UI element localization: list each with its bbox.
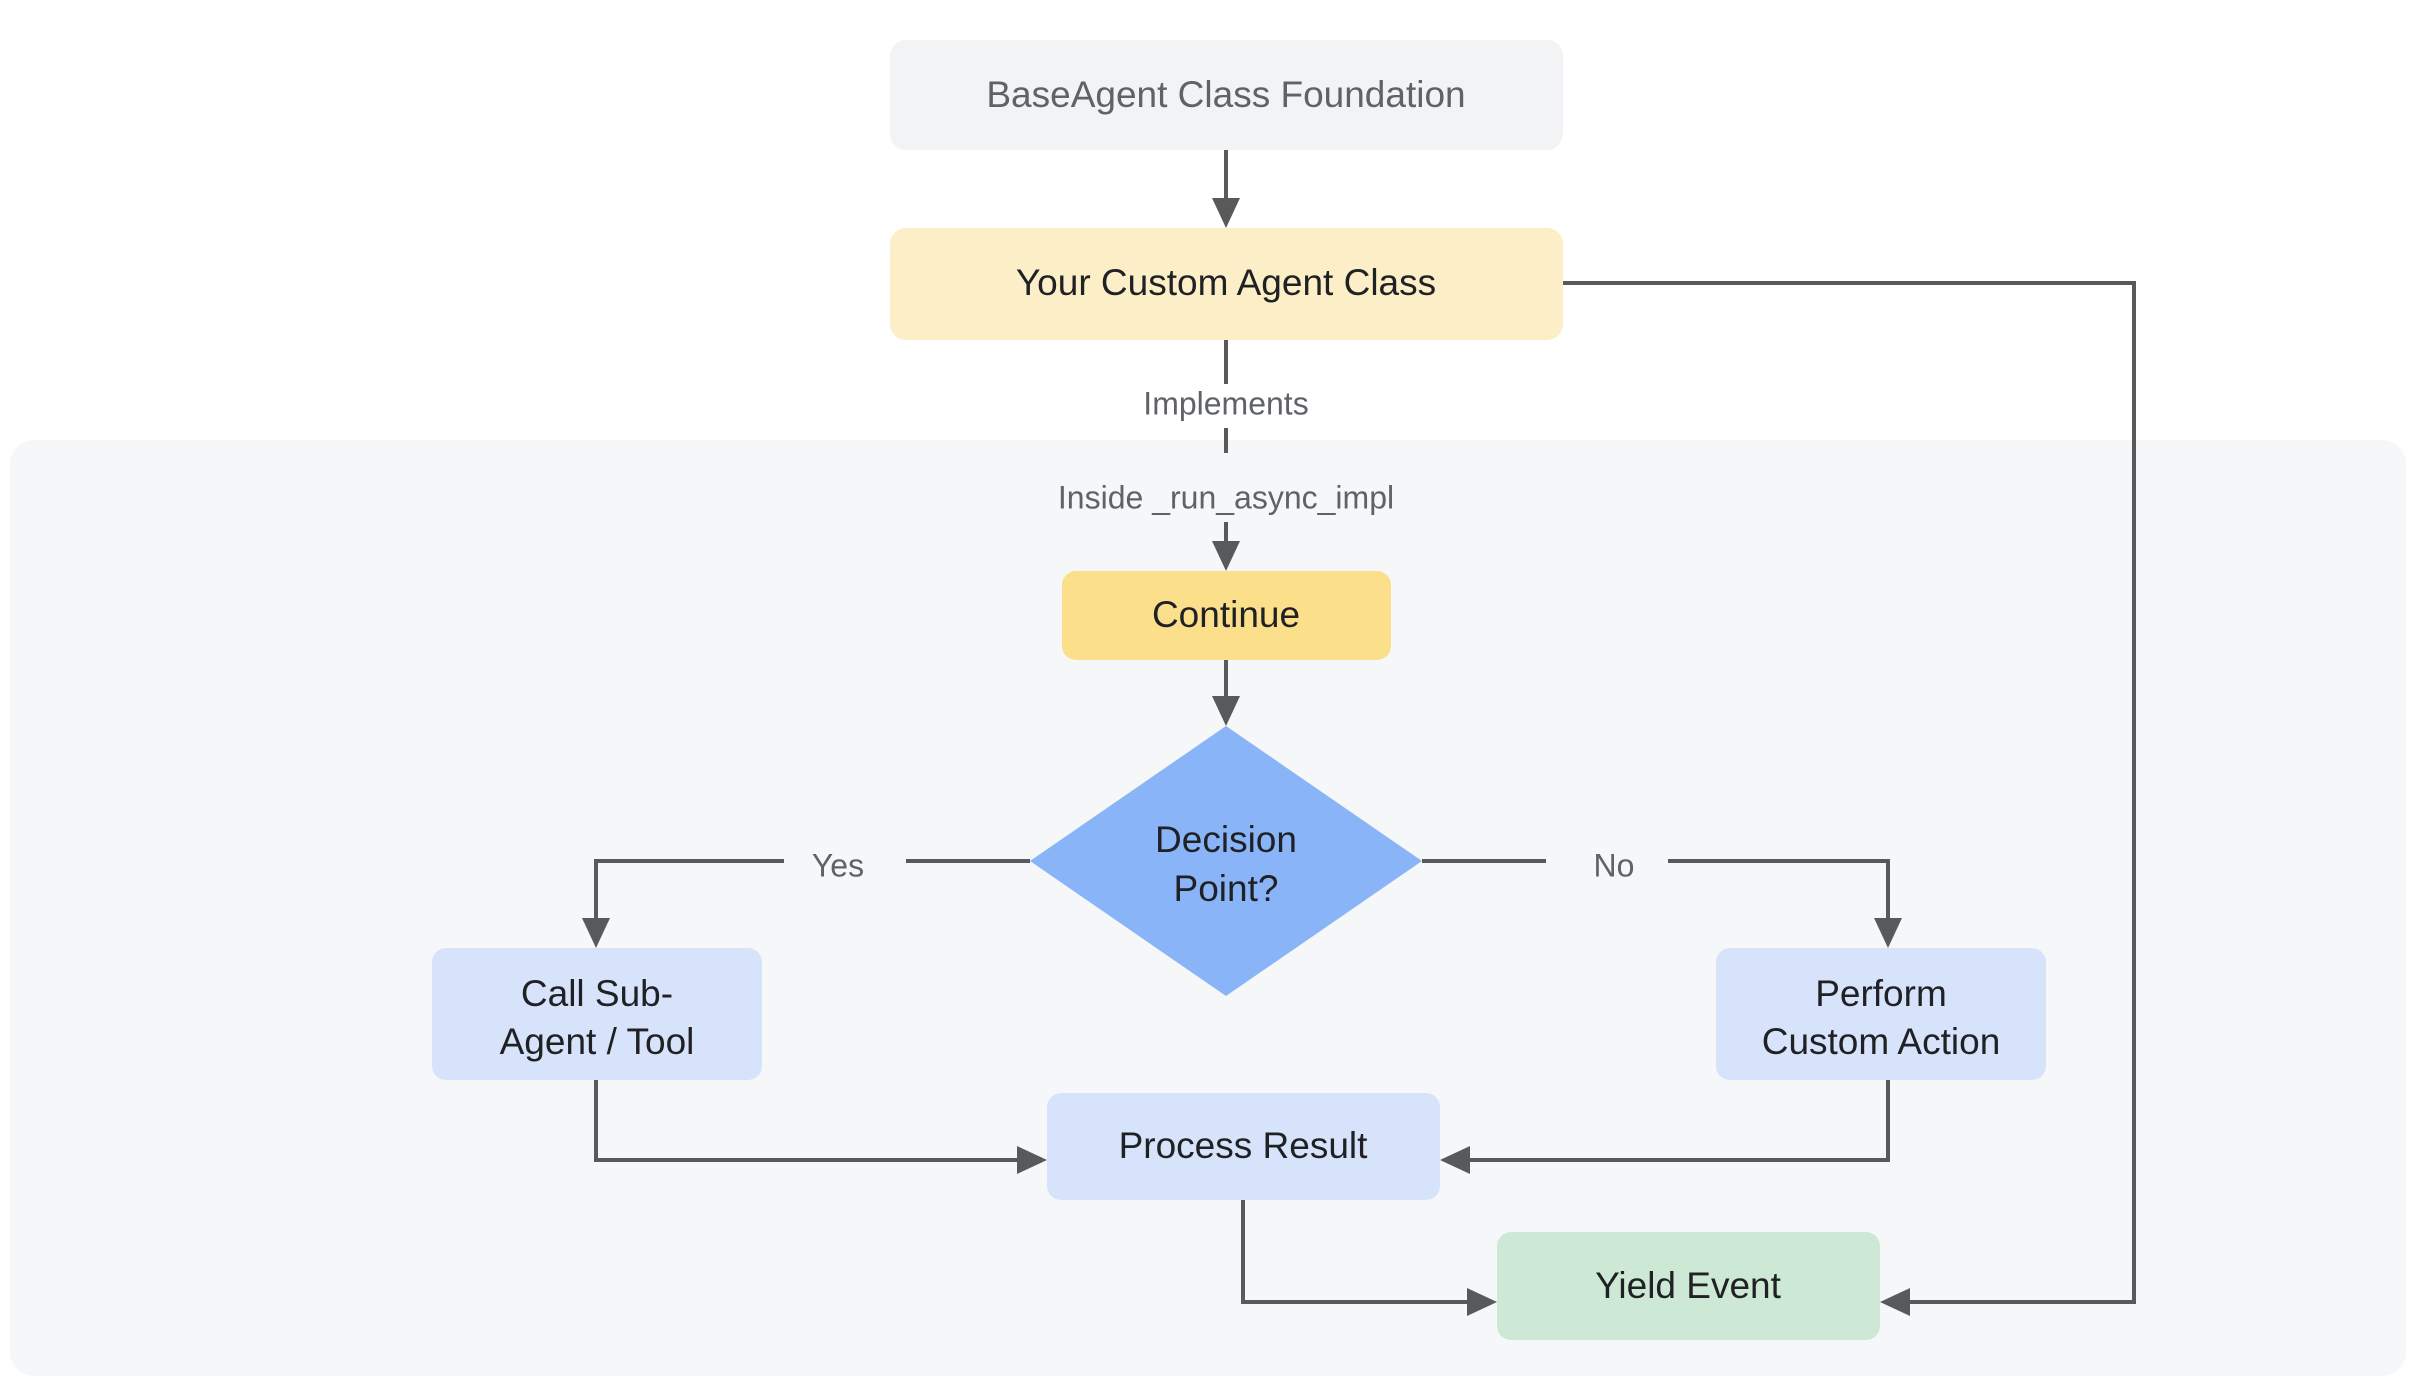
node-perform-custom-action-label-line1: Perform (1815, 973, 1947, 1014)
node-process-result-shape[interactable] (1047, 1093, 1440, 1200)
edge-customaction-to-processresult (1440, 1080, 1890, 1174)
edge-processresult-to-yieldevent (1241, 1200, 1497, 1316)
edge-label-no: No (1594, 847, 1635, 883)
edge-label-inside-run-async-impl: Inside _run_async_impl (1036, 478, 1417, 522)
edge-customclass-to-continue (1212, 340, 1240, 571)
arrow-head-icon (1467, 1288, 1497, 1316)
node-call-sub-agent-tool-label-line1: Call Sub- (521, 973, 673, 1014)
arrow-head-icon (1017, 1146, 1047, 1174)
node-process-result-label: Process Result (1119, 1125, 1369, 1166)
edge-label-no-text: No (1594, 847, 1635, 883)
node-call-sub-agent-tool-label-line2: Agent / Tool (500, 1021, 695, 1062)
node-continue-label: Continue (1152, 594, 1300, 635)
node-continue-shape[interactable] (1062, 571, 1391, 660)
node-perform-custom-action-label-line2: Custom Action (1762, 1021, 2001, 1062)
node-your-custom-agent-class[interactable]: Your Custom Agent Class (890, 228, 1563, 340)
node-call-sub-agent-tool[interactable]: Call Sub- Agent / Tool (432, 948, 762, 1080)
arrow-head-icon (1212, 541, 1240, 571)
edge-label-yes-text: Yes (812, 847, 864, 883)
node-base-agent-class-foundation-shape[interactable] (890, 40, 1563, 150)
node-call-sub-agent-tool-shape[interactable] (432, 948, 762, 1080)
node-perform-custom-action[interactable]: Perform Custom Action (1716, 948, 2046, 1080)
arrow-head-icon (1440, 1146, 1470, 1174)
node-base-agent-class-foundation[interactable]: BaseAgent Class Foundation (890, 40, 1563, 150)
node-decision-point-label-line2: Point? (1174, 868, 1279, 909)
arrow-head-icon (1880, 1288, 1910, 1316)
node-perform-custom-action-shape[interactable] (1716, 948, 2046, 1080)
node-base-agent-class-foundation-label: BaseAgent Class Foundation (986, 74, 1465, 115)
edge-label-yes: Yes (812, 847, 864, 883)
node-decision-point-label-line1: Decision (1155, 819, 1297, 860)
edge-label-inside-run-async-impl-text: Inside _run_async_impl (1058, 479, 1394, 515)
node-decision-point[interactable]: Decision Point? (1030, 726, 1422, 996)
node-yield-event-shape[interactable] (1497, 1232, 1880, 1340)
node-yield-event[interactable]: Yield Event (1497, 1232, 1880, 1340)
edge-label-implements: Implements (1120, 384, 1333, 428)
edge-callsubagent-to-processresult (594, 1080, 1047, 1174)
edge-label-implements-text: Implements (1143, 385, 1308, 421)
edge-customclass-to-yieldevent (1563, 281, 2136, 1316)
edge-continue-to-decision (1212, 660, 1240, 726)
node-your-custom-agent-class-shape[interactable] (890, 228, 1563, 340)
node-process-result[interactable]: Process Result (1047, 1093, 1440, 1200)
node-continue[interactable]: Continue (1062, 571, 1391, 660)
arrow-head-icon (582, 918, 610, 948)
edge-decision-no-to-customaction (1422, 859, 1902, 948)
arrow-head-icon (1212, 198, 1240, 228)
edge-decision-yes-to-callsubagent (582, 859, 1030, 948)
arrow-head-icon (1212, 696, 1240, 726)
arrow-head-icon (1874, 918, 1902, 948)
edge-baseagent-to-customclass (1212, 150, 1240, 228)
node-yield-event-label: Yield Event (1595, 1265, 1782, 1306)
node-your-custom-agent-class-label: Your Custom Agent Class (1016, 262, 1436, 303)
node-decision-point-shape[interactable] (1030, 726, 1422, 996)
